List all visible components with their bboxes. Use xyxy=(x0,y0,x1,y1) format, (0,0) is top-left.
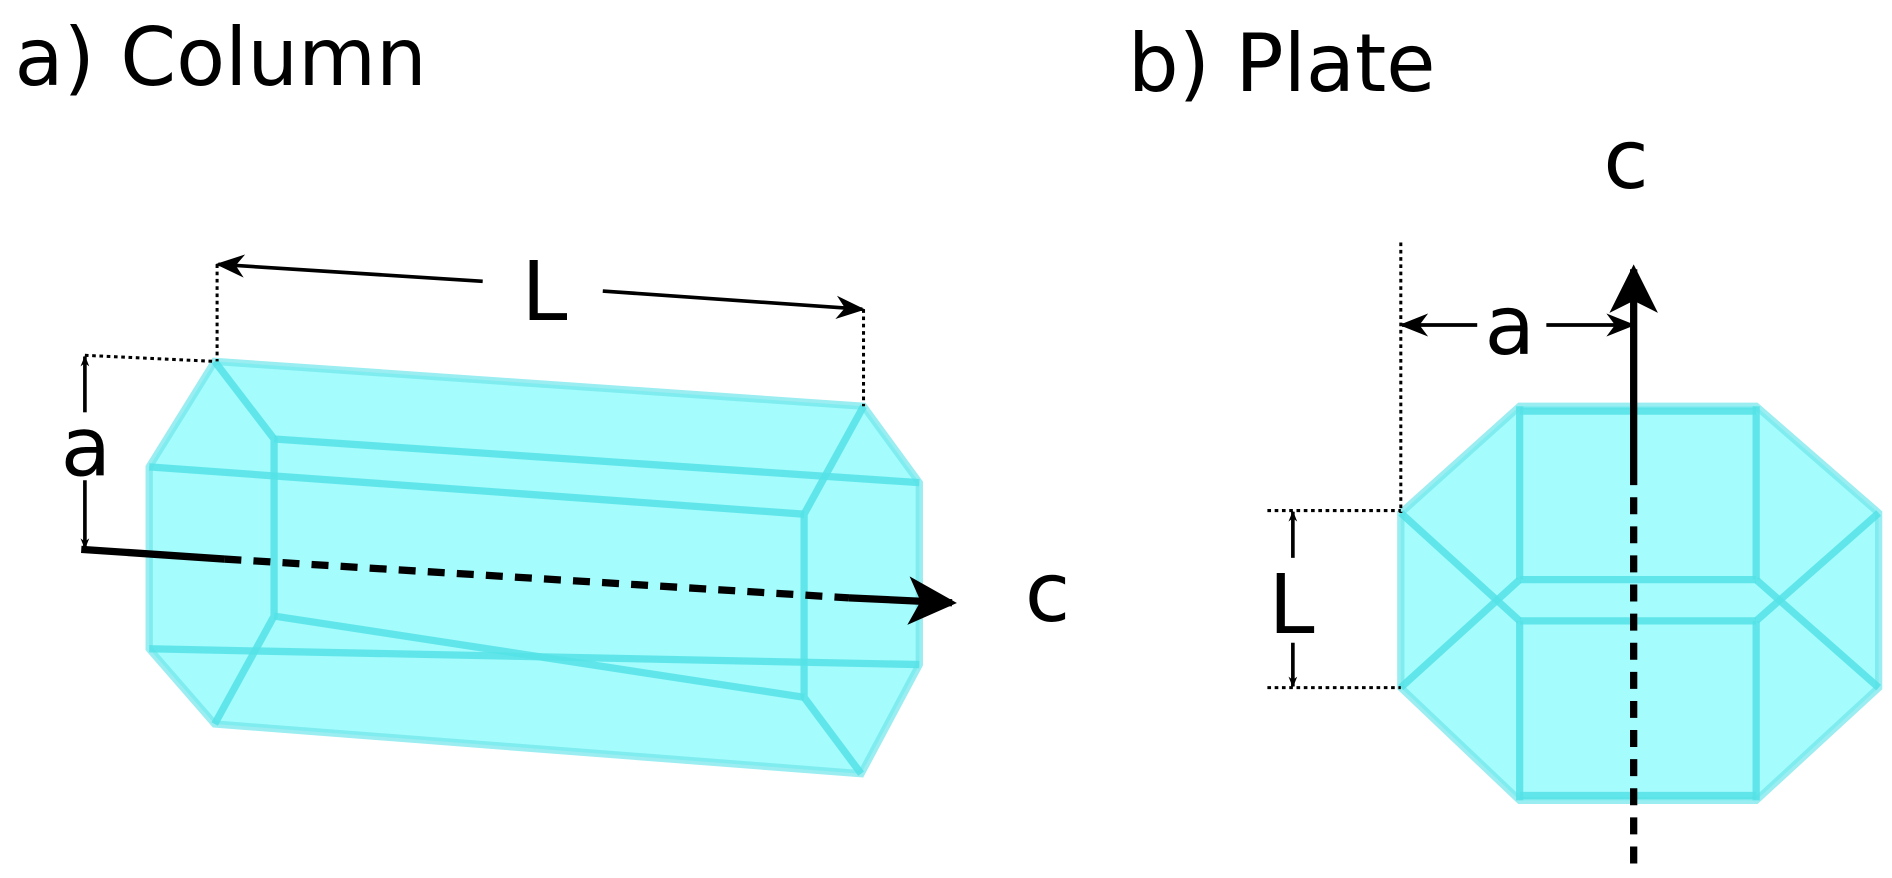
column-panel: a) Column c L a xyxy=(15,11,1070,778)
plate-c-label: c xyxy=(1603,112,1648,208)
plate-a-label: a xyxy=(1484,278,1535,374)
column-length-dimension: L xyxy=(215,244,866,407)
column-c-label: c xyxy=(1025,545,1070,641)
plate-width-dimension: a xyxy=(1399,242,1636,513)
column-a-label: a xyxy=(61,399,112,495)
plate-L-label: L xyxy=(1269,557,1315,653)
column-crystal xyxy=(145,357,923,778)
column-title: a) Column xyxy=(15,11,427,104)
plate-length-dimension: L xyxy=(1267,509,1401,690)
column-width-dimension: a xyxy=(61,353,215,550)
column-c-axis: c xyxy=(81,545,1070,641)
column-L-label: L xyxy=(522,244,568,340)
plate-c-axis: c xyxy=(1603,112,1658,864)
plate-title: b) Plate xyxy=(1128,17,1436,110)
plate-panel: b) Plate c a xyxy=(1128,17,1883,864)
plate-crystal xyxy=(1397,402,1883,805)
